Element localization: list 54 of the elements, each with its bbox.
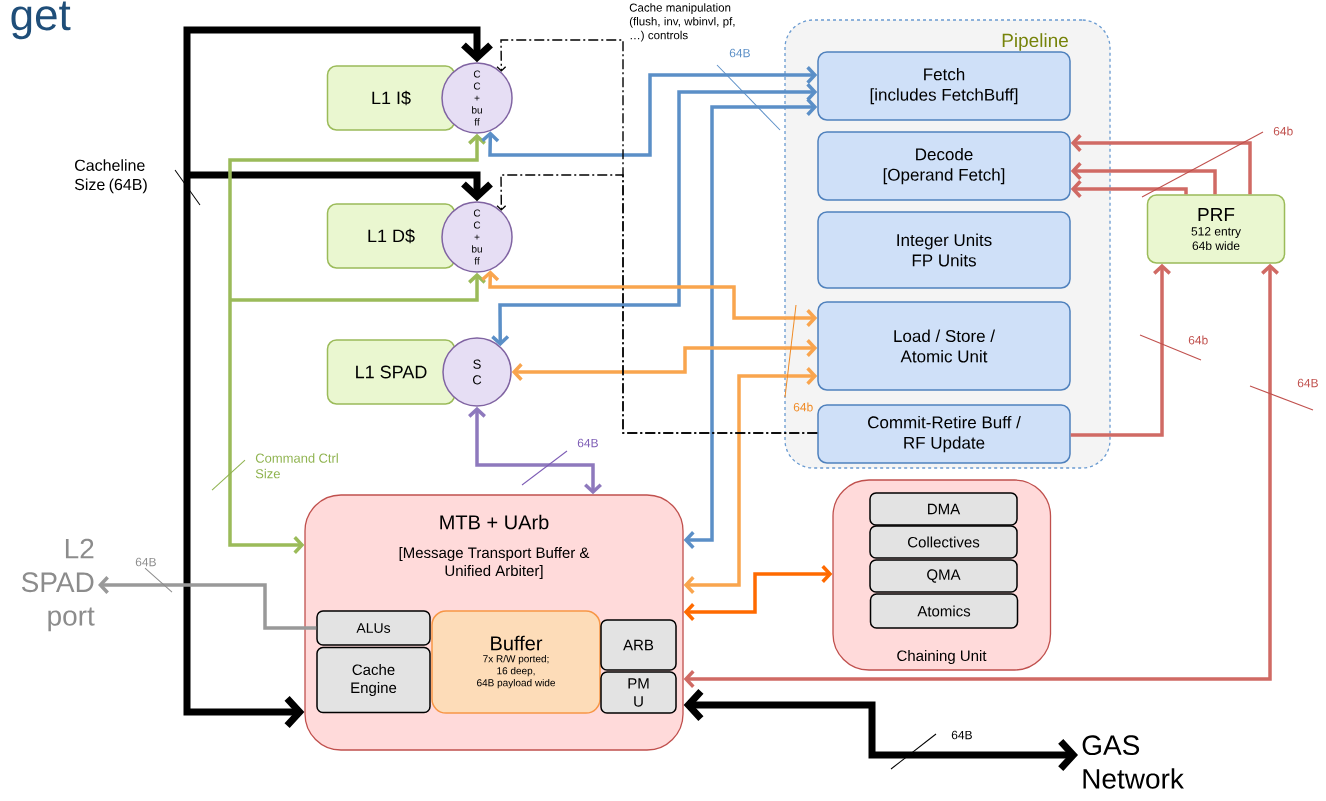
bus-width-label: 64B bbox=[1297, 378, 1318, 388]
arrow bbox=[1070, 134, 1252, 195]
arrow bbox=[683, 367, 818, 594]
stage-box: Decode [Operand Fetch] bbox=[817, 131, 1071, 201]
arrow bbox=[683, 263, 1279, 688]
stage-box: Integer Units FP Units bbox=[817, 211, 1071, 289]
arrow bbox=[1070, 180, 1188, 198]
cache-box: L1 SPAD bbox=[326, 339, 456, 405]
bus-width-label: 64B bbox=[951, 730, 972, 740]
stage-box: Load / Store / Atomic Unit bbox=[817, 301, 1071, 391]
bus-width-label: 64B bbox=[577, 438, 598, 448]
unit-box: ARB bbox=[600, 619, 677, 671]
arrow bbox=[683, 98, 818, 549]
unit-box: Cache Engine bbox=[316, 646, 431, 714]
note-text: Command Ctrl Size bbox=[255, 453, 338, 479]
register-file-box: PRF 512 entry 64b wide bbox=[1146, 194, 1286, 264]
cache-box: L1 D$ bbox=[326, 203, 456, 269]
arrow bbox=[187, 171, 493, 202]
unit-box: ALUs bbox=[316, 610, 431, 646]
arrow bbox=[228, 300, 305, 554]
arrow bbox=[481, 66, 818, 157]
title-text: get bbox=[11, 1, 71, 40]
unit-box: DMA bbox=[869, 492, 1018, 526]
arrow bbox=[230, 272, 486, 302]
arrow bbox=[491, 83, 818, 347]
unit-box: Collectives bbox=[869, 525, 1018, 559]
arrow bbox=[683, 565, 833, 621]
arrow bbox=[228, 133, 486, 300]
arrow bbox=[683, 689, 1078, 771]
note-text: Cacheline Size (64B) bbox=[74, 159, 147, 194]
note-text: Cache manipulation (flush, inv, wbinvl, pf, …) controls bbox=[629, 3, 735, 42]
bus-width-label: 64b bbox=[1188, 335, 1208, 345]
bus-width-label: 64b bbox=[1273, 126, 1293, 136]
arrow bbox=[183, 26, 493, 175]
unit-box: PM U bbox=[600, 671, 677, 714]
arrow bbox=[511, 339, 818, 381]
bus-width-label: 64B bbox=[729, 48, 750, 58]
unit-box: QMA bbox=[869, 559, 1018, 593]
stage-box: Commit-Retire Buff / RF Update bbox=[817, 404, 1071, 464]
arrow bbox=[468, 406, 602, 495]
arrow bbox=[496, 174, 818, 434]
arrow bbox=[481, 270, 818, 327]
buffer-box: Buffer 7x R/W ported; 16 deep, 64B payload wide bbox=[431, 610, 601, 714]
stage-box: Fetch [includes FetchBuff] bbox=[817, 51, 1071, 121]
arrow bbox=[1070, 263, 1171, 437]
bus-width-label: 64B bbox=[135, 557, 156, 567]
port-label: L2 SPAD port bbox=[21, 538, 95, 632]
unit-box: Atomics bbox=[869, 593, 1019, 629]
arrow bbox=[183, 175, 305, 728]
arrow bbox=[98, 576, 317, 630]
arrow bbox=[1070, 162, 1217, 195]
network-label: GAS Network bbox=[1082, 735, 1184, 789]
cache-box: L1 I$ bbox=[326, 65, 456, 131]
bus-width-label: 64b bbox=[793, 402, 813, 412]
